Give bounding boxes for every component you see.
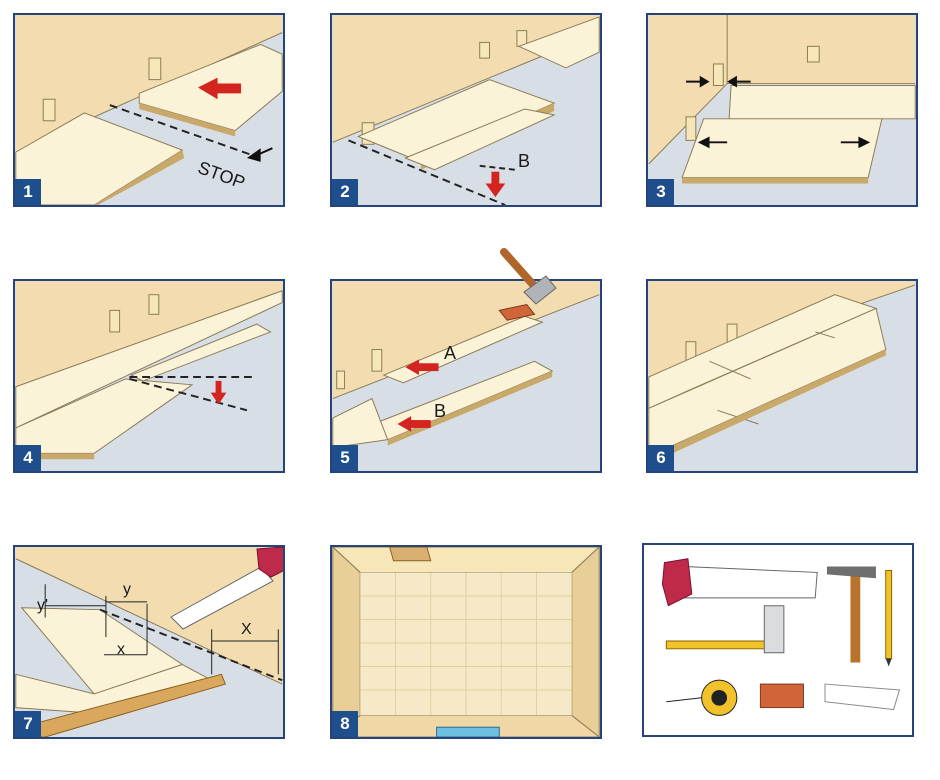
step-7-panel: y' y x X 7	[13, 545, 285, 739]
step-6-panel: 6	[646, 279, 918, 473]
down-arrow	[485, 183, 506, 198]
step-4-panel: 4	[13, 279, 285, 473]
step-2-illustration	[332, 15, 600, 205]
step-3-panel: 3	[646, 13, 918, 207]
step-4-illustration	[15, 281, 283, 471]
tools-panel	[642, 543, 914, 737]
step-number-badge: 8	[332, 711, 358, 737]
y-label: y	[123, 581, 131, 598]
hammer-icon	[500, 248, 557, 305]
step-number-badge: 4	[15, 445, 41, 471]
step-number-badge: 3	[648, 179, 674, 205]
step-number-badge: 7	[15, 711, 41, 737]
step-1-panel: STOP 1	[13, 13, 285, 207]
x-upper-label: X	[241, 621, 252, 638]
push-arrow	[197, 77, 242, 100]
step-number-badge: 5	[332, 445, 358, 471]
step-5-panel: A B 5	[330, 279, 602, 473]
x-lower-label: x	[117, 641, 125, 658]
tapping-block	[498, 303, 536, 321]
step-number-badge: 2	[332, 179, 358, 205]
tools-illustration	[661, 558, 901, 716]
a-label: A	[444, 343, 457, 363]
step-number-badge: 1	[15, 179, 41, 205]
step-8-illustration	[332, 547, 600, 737]
step-number-badge: 6	[648, 445, 674, 471]
step-6-illustration	[648, 281, 916, 471]
saw-icon	[170, 547, 283, 630]
step-3-illustration	[648, 15, 916, 205]
y-prime-label: y'	[37, 597, 49, 614]
b-label: B	[434, 401, 447, 421]
step-2-panel: B 2	[330, 13, 602, 207]
step-5-illustration	[332, 281, 600, 471]
b-label: B	[518, 151, 531, 171]
step-8-panel: 8	[330, 545, 602, 739]
